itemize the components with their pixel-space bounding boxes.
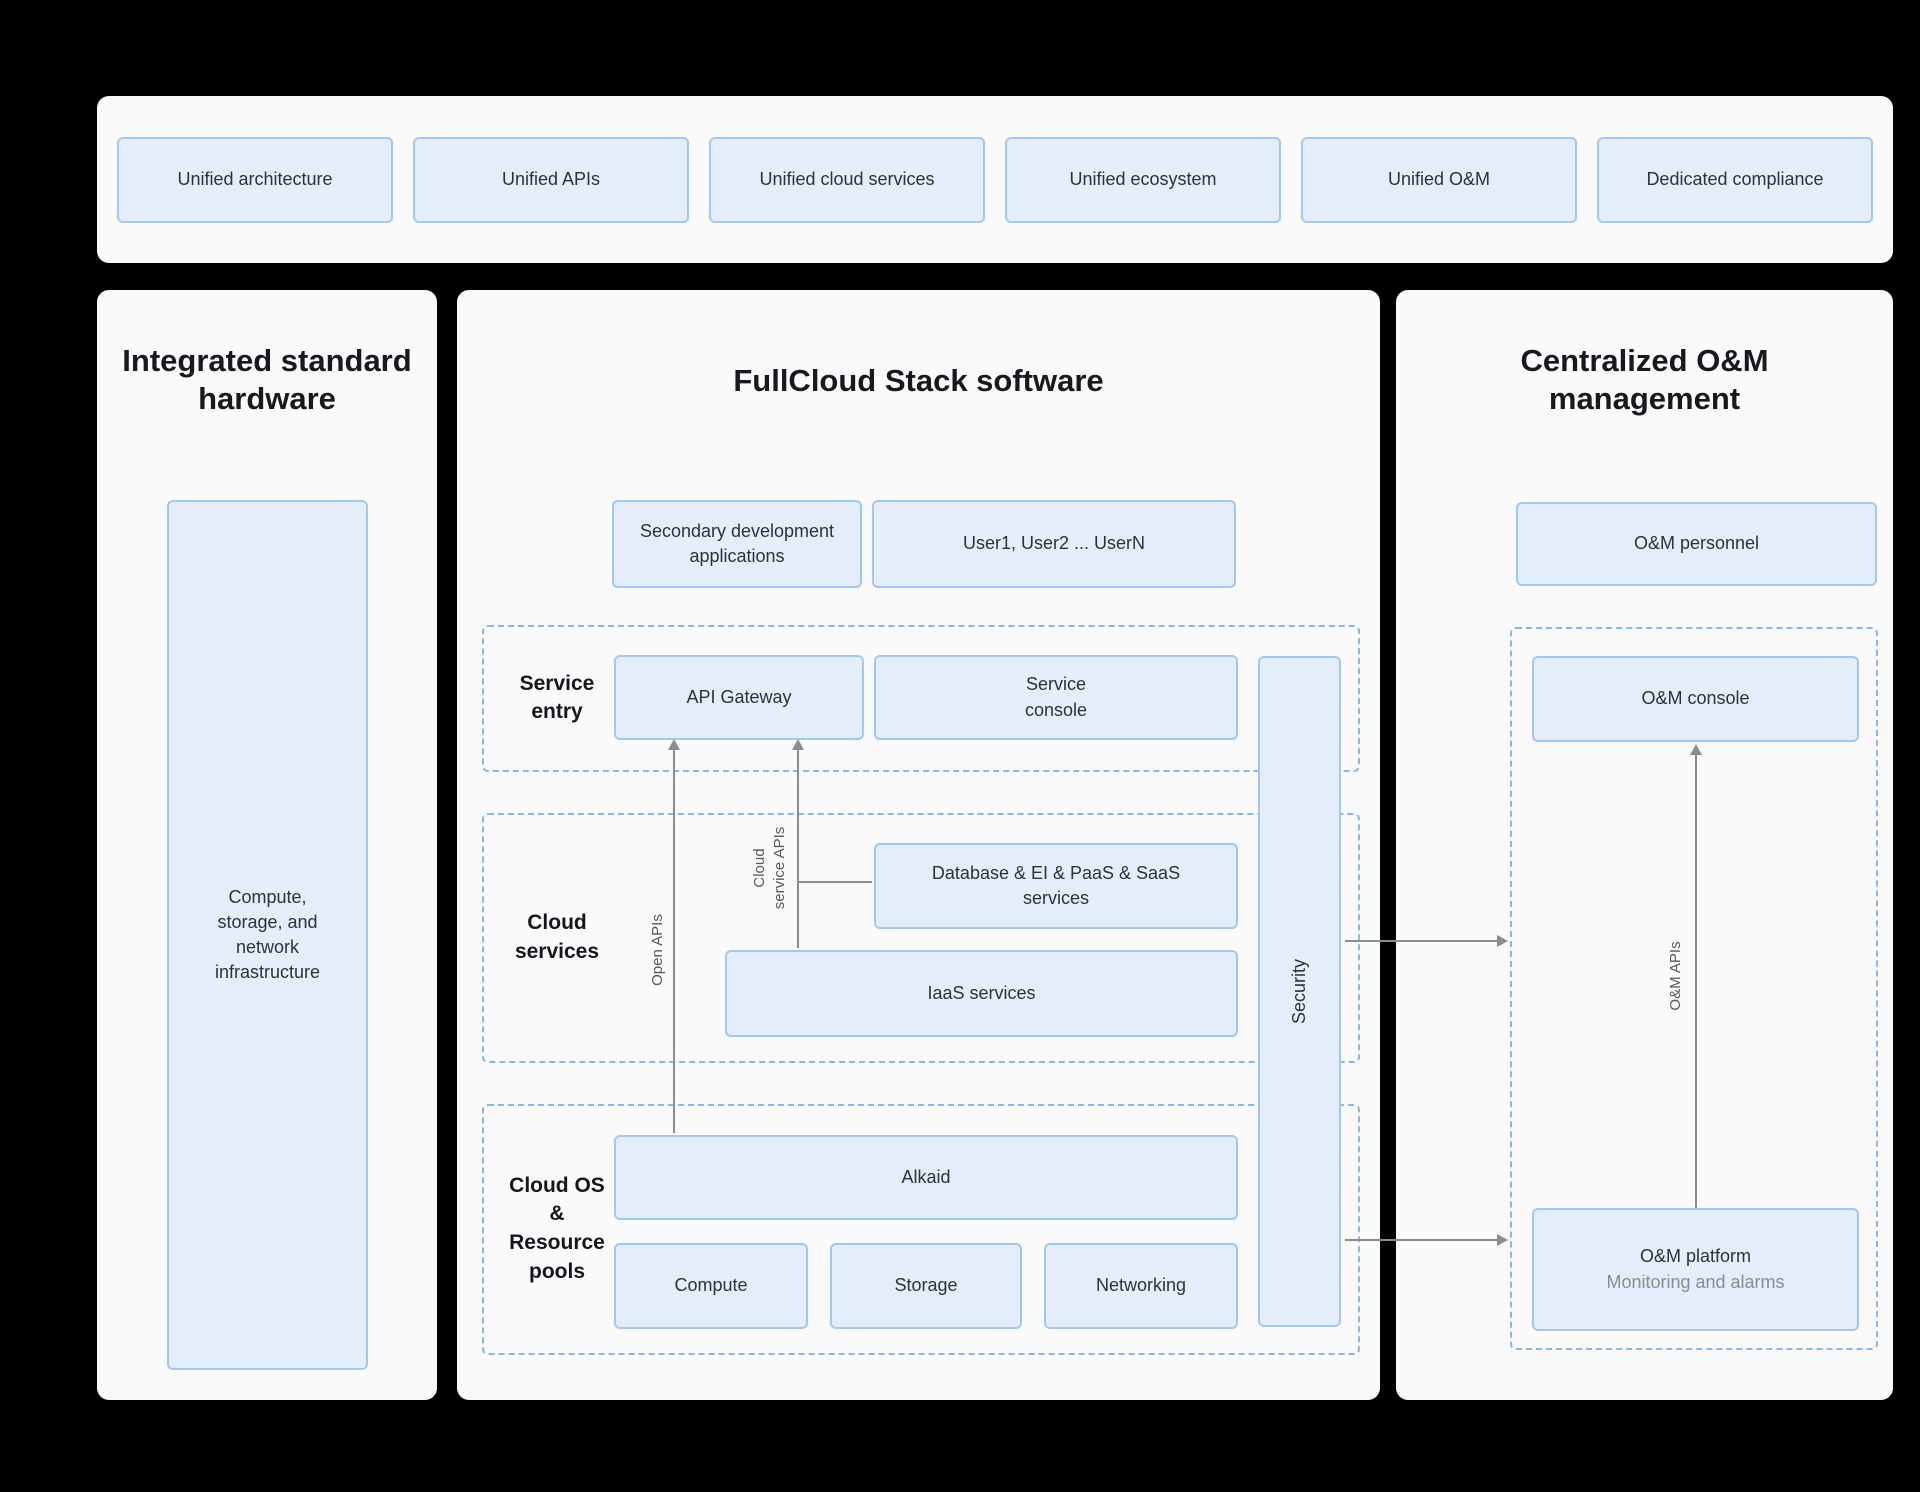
banner-item-dedicated-compliance: Dedicated compliance xyxy=(1597,137,1873,223)
cloud-service-apis-branch-line xyxy=(798,881,872,883)
hardware-panel-title: Integrated standard hardware xyxy=(122,343,412,416)
open-apis-line xyxy=(673,749,675,1133)
om-apis-line xyxy=(1695,754,1697,1208)
cloud-service-apis-line xyxy=(797,749,799,948)
banner-item-unified-apis: Unified APIs xyxy=(413,137,689,223)
banner-item-unified-ecosystem: Unified ecosystem xyxy=(1005,137,1281,223)
security-box-label: Security xyxy=(1289,958,1309,1025)
om-platform-box: O&M platform Monitoring and alarms xyxy=(1532,1208,1859,1331)
storage-box: Storage xyxy=(830,1243,1022,1329)
cloud-services-label: Cloud services xyxy=(514,911,600,963)
software-panel-title: FullCloud Stack software xyxy=(733,363,1104,398)
software-panel: FullCloud Stack software Secondary devel… xyxy=(457,290,1380,1400)
cloud-services-region: Cloud services Database & EI & PaaS & Sa… xyxy=(482,813,1360,1063)
om-personnel-box: O&M personnel xyxy=(1516,502,1877,586)
hardware-panel: Integrated standard hardware Compute, st… xyxy=(97,290,437,1400)
cloud-service-apis-label: Cloud service APIs xyxy=(750,826,788,910)
om-panel-title: Centralized O&M management xyxy=(1520,343,1769,416)
cloud-os-region: Cloud OS & Resource pools Alkaid Compute… xyxy=(482,1104,1360,1355)
database-ei-paas-saas-box: Database & EI & PaaS & SaaS services xyxy=(874,843,1238,929)
banner-item-unified-cloud-services: Unified cloud services xyxy=(709,137,985,223)
banner-row: Unified architecture Unified APIs Unifie… xyxy=(117,137,1873,223)
alkaid-box: Alkaid xyxy=(614,1135,1238,1220)
open-apis-label: Open APIs xyxy=(648,914,666,986)
om-region: O&M console O&M APIs O&M platform Monito… xyxy=(1510,627,1878,1350)
api-gateway-box: API Gateway xyxy=(614,655,864,740)
open-apis-arrowhead xyxy=(668,739,680,750)
cloud-os-label: Cloud OS & Resource pools xyxy=(509,1173,605,1284)
top-banner-panel: Unified architecture Unified APIs Unifie… xyxy=(97,96,1893,263)
om-apis-arrowhead xyxy=(1690,744,1702,755)
service-entry-label: Service entry xyxy=(519,671,595,724)
networking-box: Networking xyxy=(1044,1243,1238,1329)
secondary-development-box: Secondary development applications xyxy=(612,500,862,588)
iaas-services-box: IaaS services xyxy=(725,950,1238,1037)
om-console-box: O&M console xyxy=(1532,656,1859,742)
compute-box: Compute xyxy=(614,1243,808,1329)
om-platform-subtitle: Monitoring and alarms xyxy=(1606,1271,1785,1292)
om-apis-label: O&M APIs xyxy=(1666,941,1684,1011)
cloud-service-apis-arrowhead xyxy=(792,739,804,750)
om-platform-title: O&M platform xyxy=(1639,1246,1752,1267)
security-box: Security xyxy=(1258,656,1341,1327)
service-console-box: Service console xyxy=(874,655,1238,740)
users-box: User1, User2 ... UserN xyxy=(872,500,1236,588)
banner-item-unified-architecture: Unified architecture xyxy=(117,137,393,223)
service-entry-region: Service entry API Gateway Service consol… xyxy=(482,625,1360,772)
infrastructure-box: Compute, storage, and network infrastruc… xyxy=(167,500,368,1370)
om-panel: Centralized O&M management O&M personnel… xyxy=(1396,290,1893,1400)
banner-item-unified-om: Unified O&M xyxy=(1301,137,1577,223)
